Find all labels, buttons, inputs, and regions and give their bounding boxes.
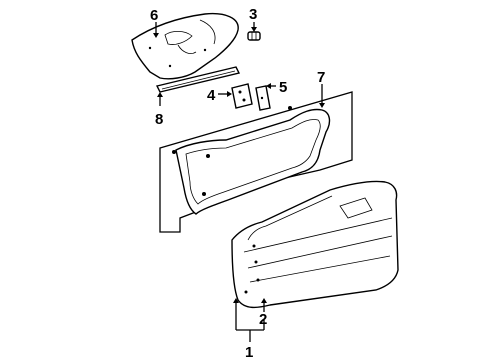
callout-4: 4	[207, 87, 216, 104]
door-shell	[231, 180, 399, 309]
callout-3: 3	[249, 6, 257, 23]
leader-lines	[153, 22, 325, 342]
callout-2: 2	[259, 311, 267, 328]
hinge-plate	[255, 85, 271, 111]
callout-1: 1	[245, 344, 253, 360]
clip-part	[247, 31, 261, 41]
door-trim-panel	[131, 12, 239, 80]
door-seal-loop	[172, 106, 331, 215]
callout-5: 5	[279, 79, 287, 96]
weatherstrip-bar	[155, 66, 241, 93]
callout-6: 6	[150, 7, 158, 24]
callout-8: 8	[155, 111, 163, 128]
callout-7: 7	[317, 69, 325, 86]
hinge-bracket	[231, 83, 253, 109]
